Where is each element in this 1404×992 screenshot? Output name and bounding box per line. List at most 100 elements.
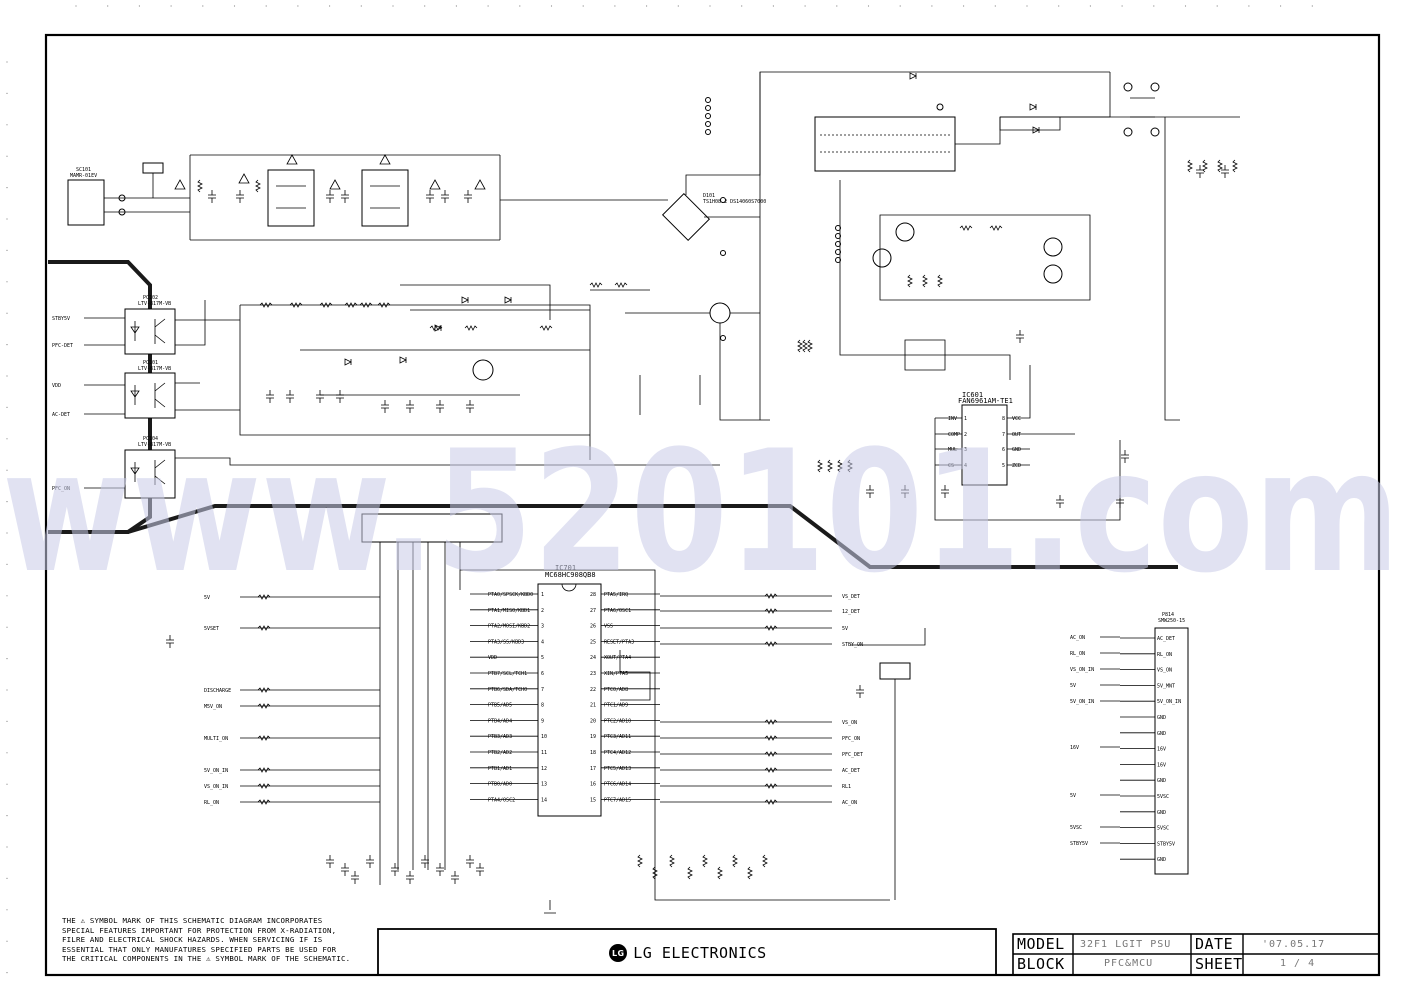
grid-tick	[6, 783, 8, 785]
mcu-pin-name: PTC0/AD8	[604, 687, 628, 693]
mcu-right-signal-label: RL1	[842, 784, 851, 790]
p814-side-label: STBY5V	[1070, 841, 1088, 847]
mcu-pin-number: 22	[590, 687, 596, 693]
mcu-pin-name: PTB7/SCL/TCH1	[488, 671, 527, 677]
transistor-q602	[895, 222, 915, 242]
p814-pin-label: GND	[1157, 810, 1166, 816]
resistor-symbol	[257, 735, 271, 741]
p814-pin-label: 16V	[1157, 747, 1166, 753]
warning-icon	[174, 179, 186, 190]
d101-part: TS1H08V2 DS14060S7000	[703, 199, 766, 205]
mcu-right-signal-label: PFC_DET	[842, 752, 863, 758]
p814-side-label: 16V	[1070, 745, 1079, 751]
mcu-pin-name: PTB3/AD3	[488, 734, 512, 740]
fan6961-pin-name: GND	[1012, 447, 1021, 453]
capacitor-symbol	[1121, 450, 1129, 463]
warning-icon	[429, 179, 441, 190]
pc104-ref: PC104	[143, 436, 158, 442]
mcu-pin-number: 23	[590, 671, 596, 677]
grid-tick	[487, 5, 489, 7]
grid-tick	[1311, 5, 1313, 7]
mcu-pin-number: 18	[590, 750, 596, 756]
date-value: '07.05.17	[1262, 939, 1326, 950]
mcu-pin-name: PTA1/MISO/KBD1	[488, 608, 530, 614]
mcu-pin-name: RESET/PTA3	[604, 639, 634, 645]
mcu-pin-number: 27	[590, 608, 596, 614]
transistor-q604	[1043, 237, 1063, 257]
diode-symbol	[434, 324, 442, 332]
choke-l102	[361, 169, 409, 227]
capacitor-symbol	[466, 855, 474, 868]
resistor-symbol	[255, 179, 261, 193]
grid-tick	[614, 5, 616, 7]
grid-tick	[646, 5, 648, 7]
grid-tick	[360, 5, 362, 7]
brand-block: LG LG ELECTRONICS	[380, 930, 996, 976]
diode-symbol	[399, 356, 407, 364]
mcu-pin-number: 2	[541, 608, 544, 614]
mcu-pin-name: PTC3/AD11	[604, 734, 631, 740]
p814-side-label: 5V_ON_IN	[1070, 699, 1094, 705]
mcu-pin-name: PTA6/OSC1	[604, 608, 631, 614]
fan6961-pin-name: OUT	[1012, 432, 1021, 438]
mcu-right-signal-label: AC_DET	[842, 768, 860, 774]
capacitor-symbol	[341, 863, 349, 876]
p814-ref: P814	[1162, 612, 1174, 618]
capacitor-symbol	[476, 863, 484, 876]
optocoupler-symbol	[130, 382, 166, 408]
sc101-part: MAMR-01EV	[70, 173, 97, 179]
resistor-symbol	[764, 641, 778, 647]
left-signal-label: AC-DET	[52, 412, 70, 418]
resistor-symbol	[257, 767, 271, 773]
resistor-symbol	[764, 767, 778, 773]
mcu-pin-name: PTC6/AD14	[604, 782, 631, 788]
mcu-pin-name: PTA0/SPSCK/KBD0	[488, 592, 533, 598]
optocoupler-pc104	[124, 449, 176, 499]
resistor-symbol	[797, 339, 803, 353]
optocoupler-pc102	[124, 308, 176, 355]
p814-pin-label: VS_ON	[1157, 668, 1172, 674]
capacitor-symbol	[426, 190, 434, 203]
fan6961-pin-name: CS	[948, 463, 954, 469]
fan6961-pin-number: 2	[964, 432, 967, 438]
transistor-q701	[879, 662, 911, 680]
fan6961-pin-name: VCC	[1012, 416, 1021, 422]
transistor-q601	[709, 302, 731, 324]
mcu-right-signal-label: 12_DET	[842, 609, 860, 615]
resistor-symbol	[1232, 159, 1238, 173]
mcu-right-signal-label: VS_DET	[842, 594, 860, 600]
fan6961-pin-name: MUL	[948, 447, 957, 453]
block-value: PFC&MCU	[1104, 958, 1154, 969]
resistor-symbol	[764, 751, 778, 757]
p814-pin-label: GND	[1157, 857, 1166, 863]
model-value: 32F1 LGIT PSU	[1080, 939, 1172, 950]
note-line: ESSENTIAL THAT ONLY MANUFATURES SPECIFIE…	[62, 944, 337, 954]
grid-tick	[6, 877, 8, 880]
p814-pin-label: GND	[1157, 715, 1166, 721]
p814-pin-label: RL_ON	[1157, 652, 1172, 658]
grid-tick	[1058, 5, 1060, 7]
grid-tick	[6, 124, 8, 126]
fan6961-pin-number: 3	[964, 447, 967, 453]
fuse-f101	[142, 162, 164, 174]
capacitor-symbol	[451, 871, 459, 884]
pc102-part: LTV-817M-VB	[138, 301, 171, 307]
mcu-pin-number: 11	[541, 750, 547, 756]
warning-icon	[286, 154, 298, 165]
grid-tick	[329, 5, 331, 7]
p814-connector-section: P814 SMW250-15 AC_DETRL_ONVS_ON5V_MNT5V_…	[1070, 612, 1189, 875]
grid-tick	[582, 5, 584, 7]
p814-side-label: VS_ON_IN	[1070, 667, 1094, 673]
p814-side-label: 5VSC	[1070, 825, 1082, 831]
grid-tick	[741, 5, 743, 7]
mcu-pin-number: 3	[541, 624, 544, 630]
grid-tick	[1121, 5, 1123, 7]
mcu-pin-number: 4	[541, 639, 544, 645]
grid-tick	[1216, 5, 1218, 7]
grid-tick	[424, 5, 426, 7]
capacitor-symbol	[366, 855, 374, 868]
grid-tick	[138, 5, 140, 7]
p814-pin-label: GND	[1157, 778, 1166, 784]
warning-icon	[238, 173, 250, 184]
